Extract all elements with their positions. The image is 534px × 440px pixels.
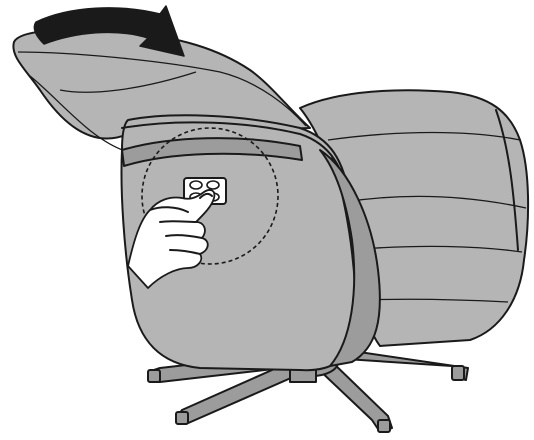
chair-back-shell [120, 114, 381, 372]
hand-icon [127, 189, 216, 289]
highlight-circle [141, 127, 279, 265]
curved-arrow-icon [33, 5, 185, 57]
